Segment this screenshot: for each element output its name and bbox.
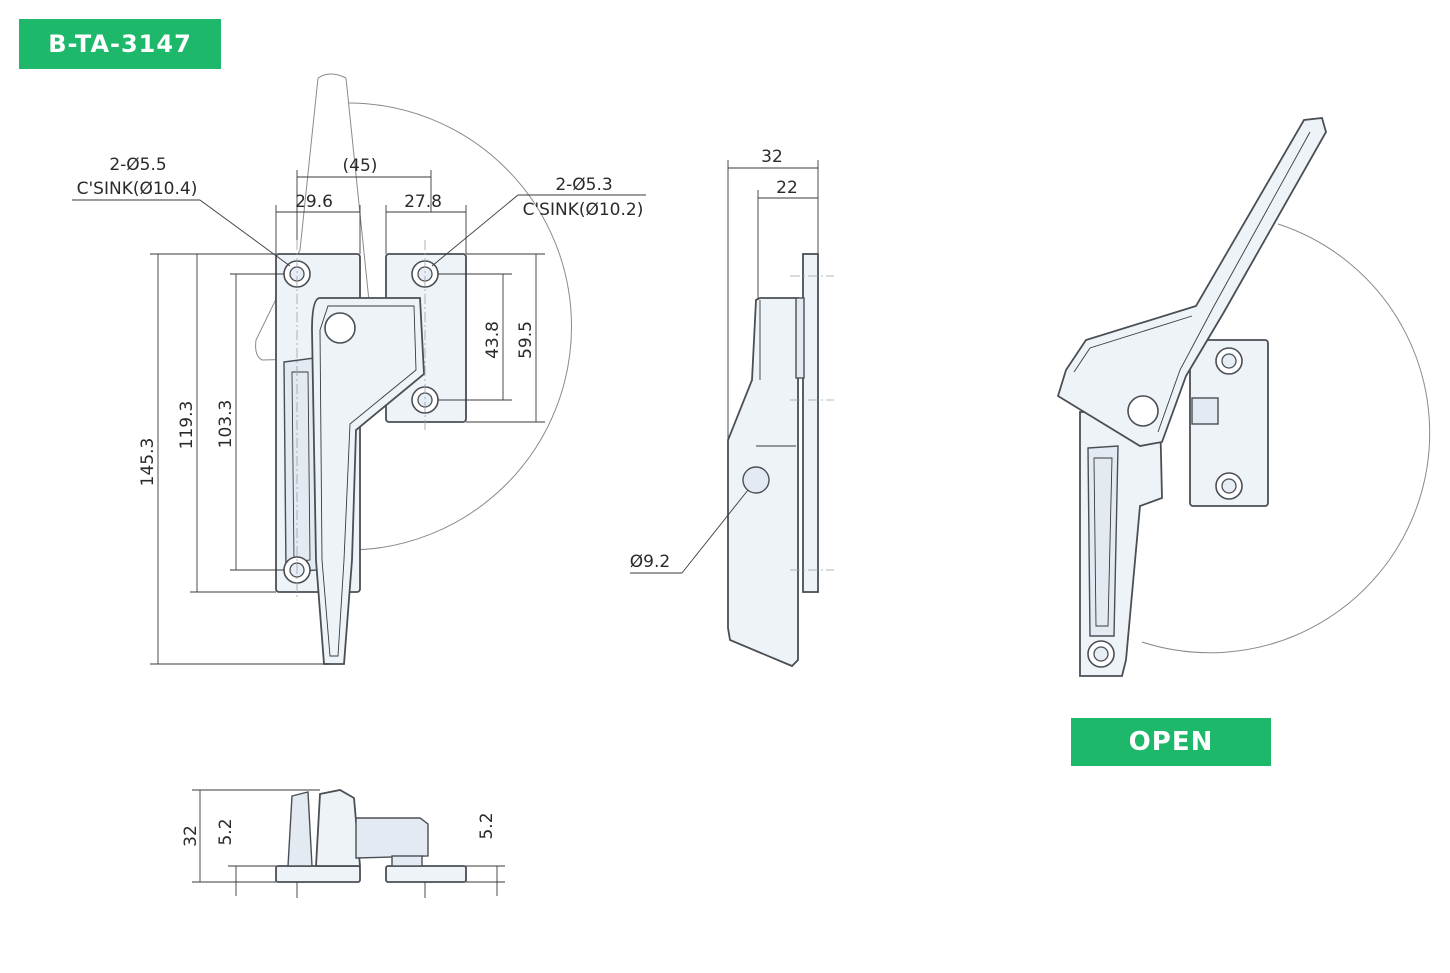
side-dim-dia-9-2: Ø9.2 bbox=[630, 552, 670, 572]
handle-swing-arc bbox=[347, 102, 572, 551]
hole-right-csink: C'SINK(Ø10.2) bbox=[523, 200, 644, 220]
dim-29-6: 29.6 bbox=[295, 192, 333, 212]
hole-left-csink: C'SINK(Ø10.4) bbox=[77, 179, 198, 199]
dim-27-8: 27.8 bbox=[404, 192, 442, 212]
front-dimension-lines bbox=[72, 170, 646, 665]
dim-103-3: 103.3 bbox=[216, 400, 236, 449]
bottom-keeper-plate bbox=[385, 865, 467, 883]
dim-43-8: 43.8 bbox=[483, 321, 503, 359]
dim-45: (45) bbox=[343, 156, 378, 176]
side-dim-32: 32 bbox=[761, 147, 783, 167]
open-state-badge: OPEN bbox=[1071, 718, 1271, 766]
bottom-dim-5-2-left: 5.2 bbox=[216, 818, 236, 845]
side-base-plate bbox=[802, 253, 819, 593]
open-swing-arc bbox=[1141, 223, 1431, 654]
bottom-handle bbox=[315, 789, 361, 867]
side-pivot-hole bbox=[742, 466, 770, 494]
front-view: 2-Ø5.5 C'SINK(Ø10.4) 2-Ø5.3 C'SINK(Ø10.2… bbox=[72, 73, 646, 665]
side-dim-22: 22 bbox=[776, 178, 798, 198]
open-keeper-plate bbox=[1189, 339, 1269, 507]
pivot-hole bbox=[1127, 395, 1159, 427]
side-dimension-lines bbox=[630, 160, 819, 574]
hole-left-qty-dia: 2-Ø5.5 bbox=[109, 155, 166, 175]
bottom-dim-5-2-right: 5.2 bbox=[477, 812, 497, 839]
open-handle bbox=[1056, 117, 1327, 447]
model-code-badge: B-TA-3147 bbox=[19, 19, 221, 69]
bottom-dimension-lines bbox=[192, 789, 505, 898]
hole-right-qty-dia: 2-Ø5.3 bbox=[555, 175, 612, 195]
latch-handle bbox=[311, 297, 425, 665]
bottom-dim-32: 32 bbox=[181, 825, 201, 847]
open-view bbox=[1056, 117, 1431, 677]
dim-145-3: 145.3 bbox=[138, 438, 158, 487]
side-view: 32 22 Ø9.2 bbox=[630, 147, 834, 668]
bottom-view: 32 5.2 5.2 bbox=[181, 789, 505, 898]
bottom-base-plate bbox=[275, 865, 361, 883]
dim-59-5: 59.5 bbox=[516, 321, 536, 359]
pivot-hole bbox=[324, 312, 356, 344]
dim-119-3: 119.3 bbox=[177, 401, 197, 450]
